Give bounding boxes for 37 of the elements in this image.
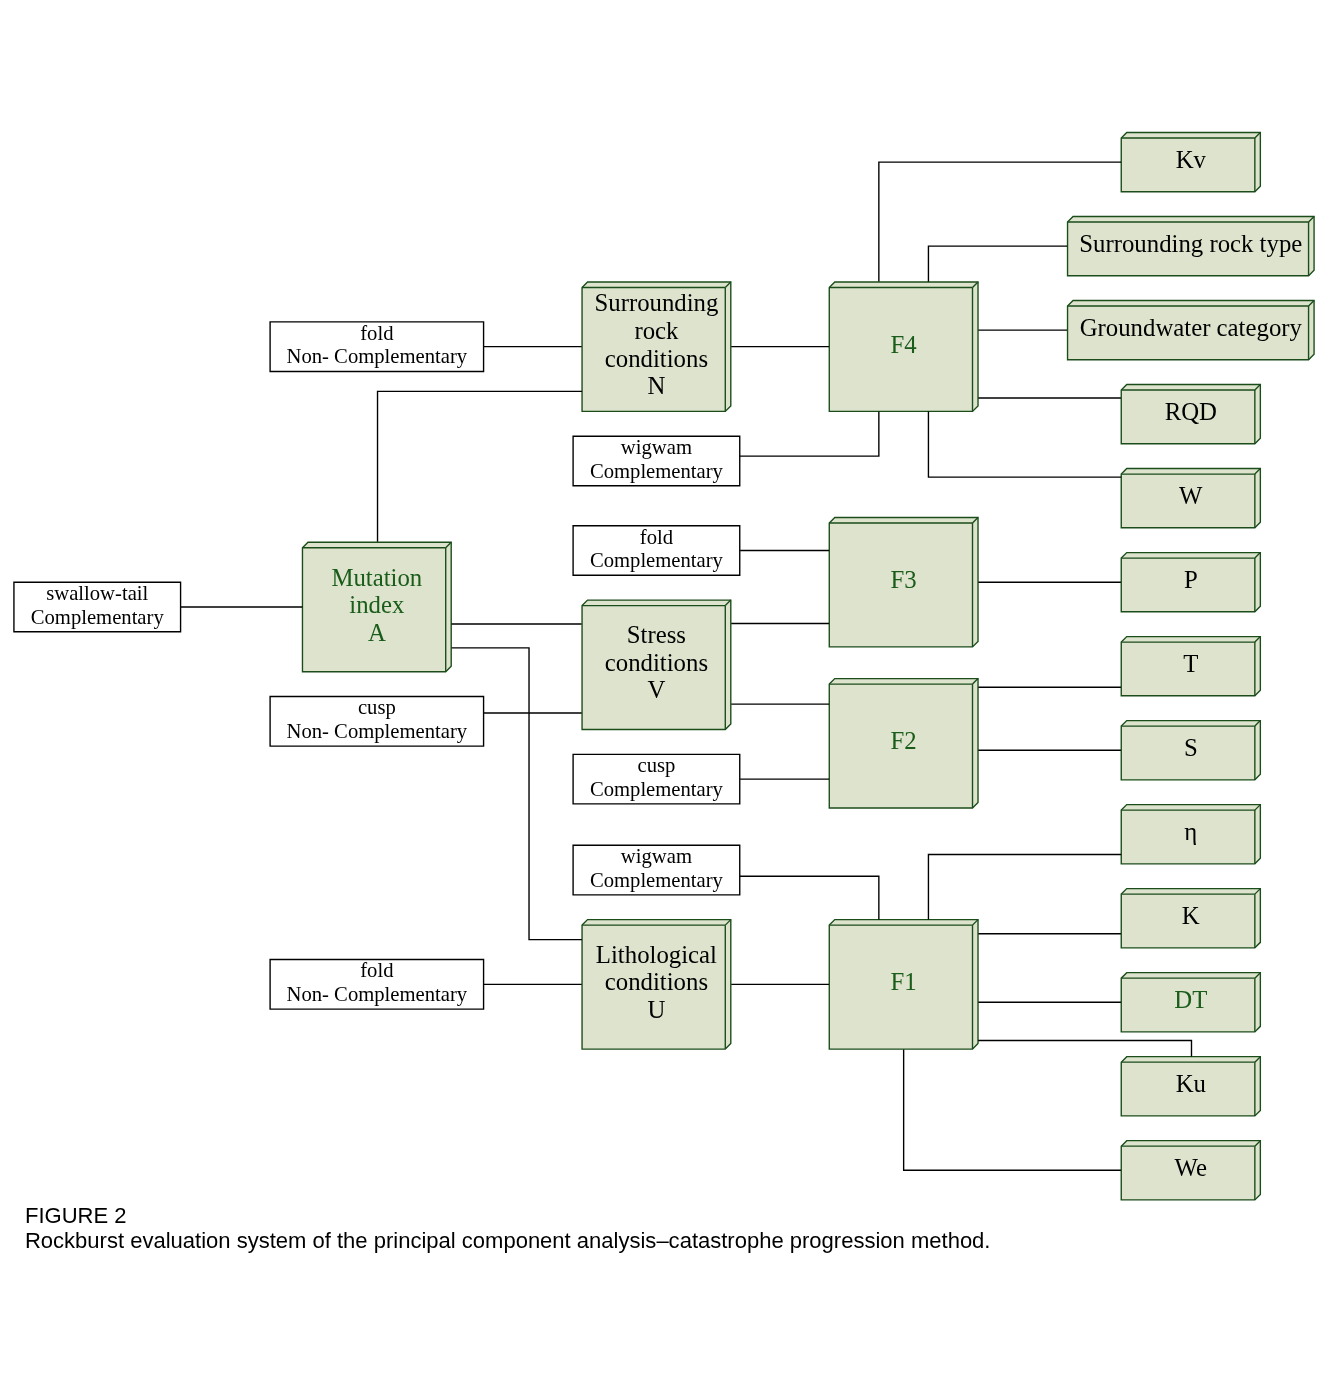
connector: [977, 581, 1122, 583]
connector: [450, 623, 583, 625]
connector: [483, 712, 583, 714]
connector: [730, 622, 830, 625]
node-box: fold Complementary: [572, 525, 741, 576]
node-box: wigwam Complementary: [572, 435, 741, 487]
node-box: wigwam Complementary: [572, 844, 741, 896]
node-box: cusp Complementary: [572, 753, 741, 805]
diagram-title: FIGURE 2: [24, 1203, 127, 1229]
caption: Rockburst evaluation system of the principal component analysis–catastrophe progression method.: [24, 1227, 991, 1253]
connector: [739, 875, 880, 921]
connector: [739, 778, 830, 780]
connector: [977, 749, 1122, 751]
connector: [450, 647, 583, 941]
connector: [927, 245, 1068, 283]
connector: [739, 549, 830, 552]
node-box: cusp Non- Complementary: [269, 695, 485, 747]
connector: [483, 346, 583, 348]
connector: [376, 390, 583, 543]
connector: [878, 161, 1122, 283]
node-box: fold Non- Complementary: [269, 958, 485, 1010]
node-box: fold Non- Complementary: [269, 321, 485, 373]
connector: [730, 703, 830, 705]
connector: [977, 686, 1122, 688]
connector: [927, 853, 1122, 921]
connector: [739, 410, 880, 457]
connector: [730, 346, 830, 348]
connector: [977, 329, 1068, 331]
connector: [180, 606, 303, 608]
connector: [977, 397, 1122, 399]
connector: [927, 410, 1122, 478]
node-box: swallow-tail Complementary: [13, 581, 182, 633]
connector: [977, 933, 1122, 935]
connector: [977, 1001, 1122, 1003]
connector: [483, 983, 583, 986]
connector: [902, 1048, 1122, 1171]
connector: [730, 983, 830, 986]
